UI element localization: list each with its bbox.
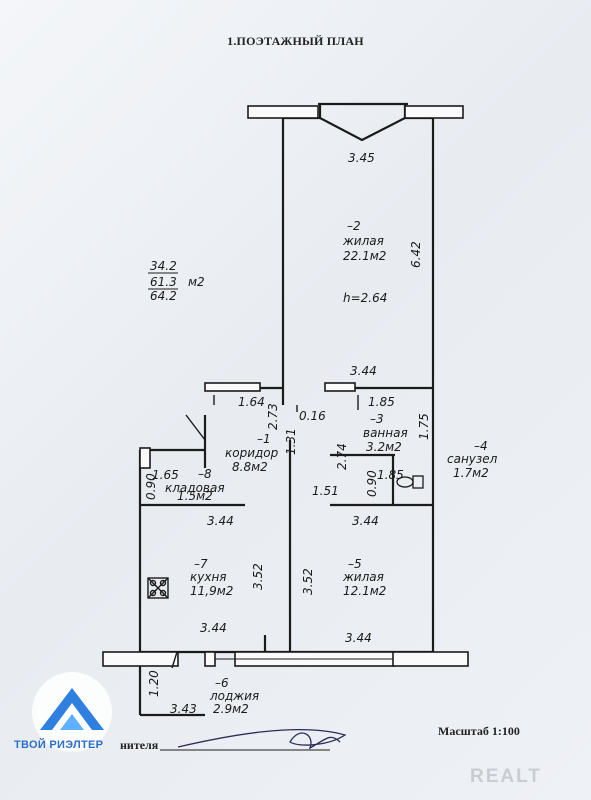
walls <box>138 102 435 717</box>
room-4-number: –4 <box>474 439 488 453</box>
dim-2-73: 2.73 <box>266 403 280 430</box>
room-8-number: –8 <box>198 467 212 481</box>
dim-1-85-wc: 1.85 <box>377 468 404 482</box>
dim-3-43: 3.43 <box>170 702 197 716</box>
room-6-area: 2.9м2 <box>213 702 249 716</box>
ceiling-height: h=2.64 <box>343 291 387 305</box>
total-area: 61.3 <box>150 275 177 289</box>
logo-text: ТВОЙ РИЭЛТЕР <box>14 739 104 751</box>
room-8-area: 1.5м2 <box>177 489 213 503</box>
room-1-name: коридор <box>225 446 279 460</box>
dim-3-52-kitchen: 3.52 <box>251 563 265 590</box>
room-5-name: жилая <box>342 570 384 584</box>
room-4-name: санузел <box>447 452 498 466</box>
plan-title: 1.ПОЭТАЖНЫЙ ПЛАН <box>227 34 364 48</box>
dim-3-52-bedroom: 3.52 <box>301 568 315 595</box>
dim-3-45: 3.45 <box>348 151 375 165</box>
room-7-area: 11,9м2 <box>190 584 233 598</box>
room-1-number: –1 <box>257 432 271 446</box>
room-3-area: 3.2м2 <box>366 440 402 454</box>
logo-icon <box>32 672 112 752</box>
room-1-area: 8.8м2 <box>232 460 268 474</box>
dim-3-44-bedroom-bottom: 3.44 <box>345 631 372 645</box>
dim-0-90-storage: 0.90 <box>144 473 158 500</box>
stove-icon <box>147 577 169 599</box>
signature-scribble <box>177 728 347 750</box>
living-area: 34.2 <box>150 259 177 273</box>
room-5-area: 12.1м2 <box>343 584 386 598</box>
dim-3-44-bedroom-top: 3.44 <box>352 514 379 528</box>
toilet-icon <box>396 475 424 489</box>
room-3-number: –3 <box>370 412 384 426</box>
room-2-area: 22.1м2 <box>343 249 386 263</box>
room-2-number: –2 <box>347 219 361 233</box>
dim-1-64: 1.64 <box>238 395 265 409</box>
room-4-area: 1.7м2 <box>453 466 489 480</box>
dim-1-75: 1.75 <box>417 413 431 440</box>
dim-1-85-top: 1.85 <box>368 395 395 409</box>
room-3-name: ванная <box>363 426 408 440</box>
dim-1-20: 1.20 <box>147 670 161 697</box>
dim-0-90-wc: 0.90 <box>365 470 379 497</box>
dim-0-16: 0.16 <box>299 409 326 423</box>
total-area-with-loggia: 64.2 <box>150 289 177 303</box>
room-7-number: –7 <box>194 557 208 571</box>
dim-1-51: 1.51 <box>312 484 339 498</box>
room-8-name: кладовая <box>165 481 225 495</box>
dim-2-74: 2.74 <box>335 443 349 470</box>
dim-1-65: 1.65 <box>152 468 179 482</box>
dim-6-42: 6.42 <box>409 241 423 268</box>
room-6-number: –6 <box>215 676 229 690</box>
area-unit: м2 <box>188 275 205 289</box>
signature-label: нителя <box>120 738 159 752</box>
windows <box>102 105 469 667</box>
room-5-number: –5 <box>348 557 362 571</box>
dim-1-31: 1.31 <box>284 428 298 455</box>
room-6-name: лоджия <box>209 689 259 703</box>
scale-label: Масштаб 1:100 <box>438 724 520 738</box>
dim-3-44-kitchen-bottom: 3.44 <box>200 621 227 635</box>
room-7-name: кухня <box>190 570 227 584</box>
room-2-name: жилая <box>342 234 384 248</box>
watermark: REALT <box>470 766 542 787</box>
dim-3-44-top: 3.44 <box>350 364 377 378</box>
dim-3-44-kitchen-top: 3.44 <box>207 514 234 528</box>
